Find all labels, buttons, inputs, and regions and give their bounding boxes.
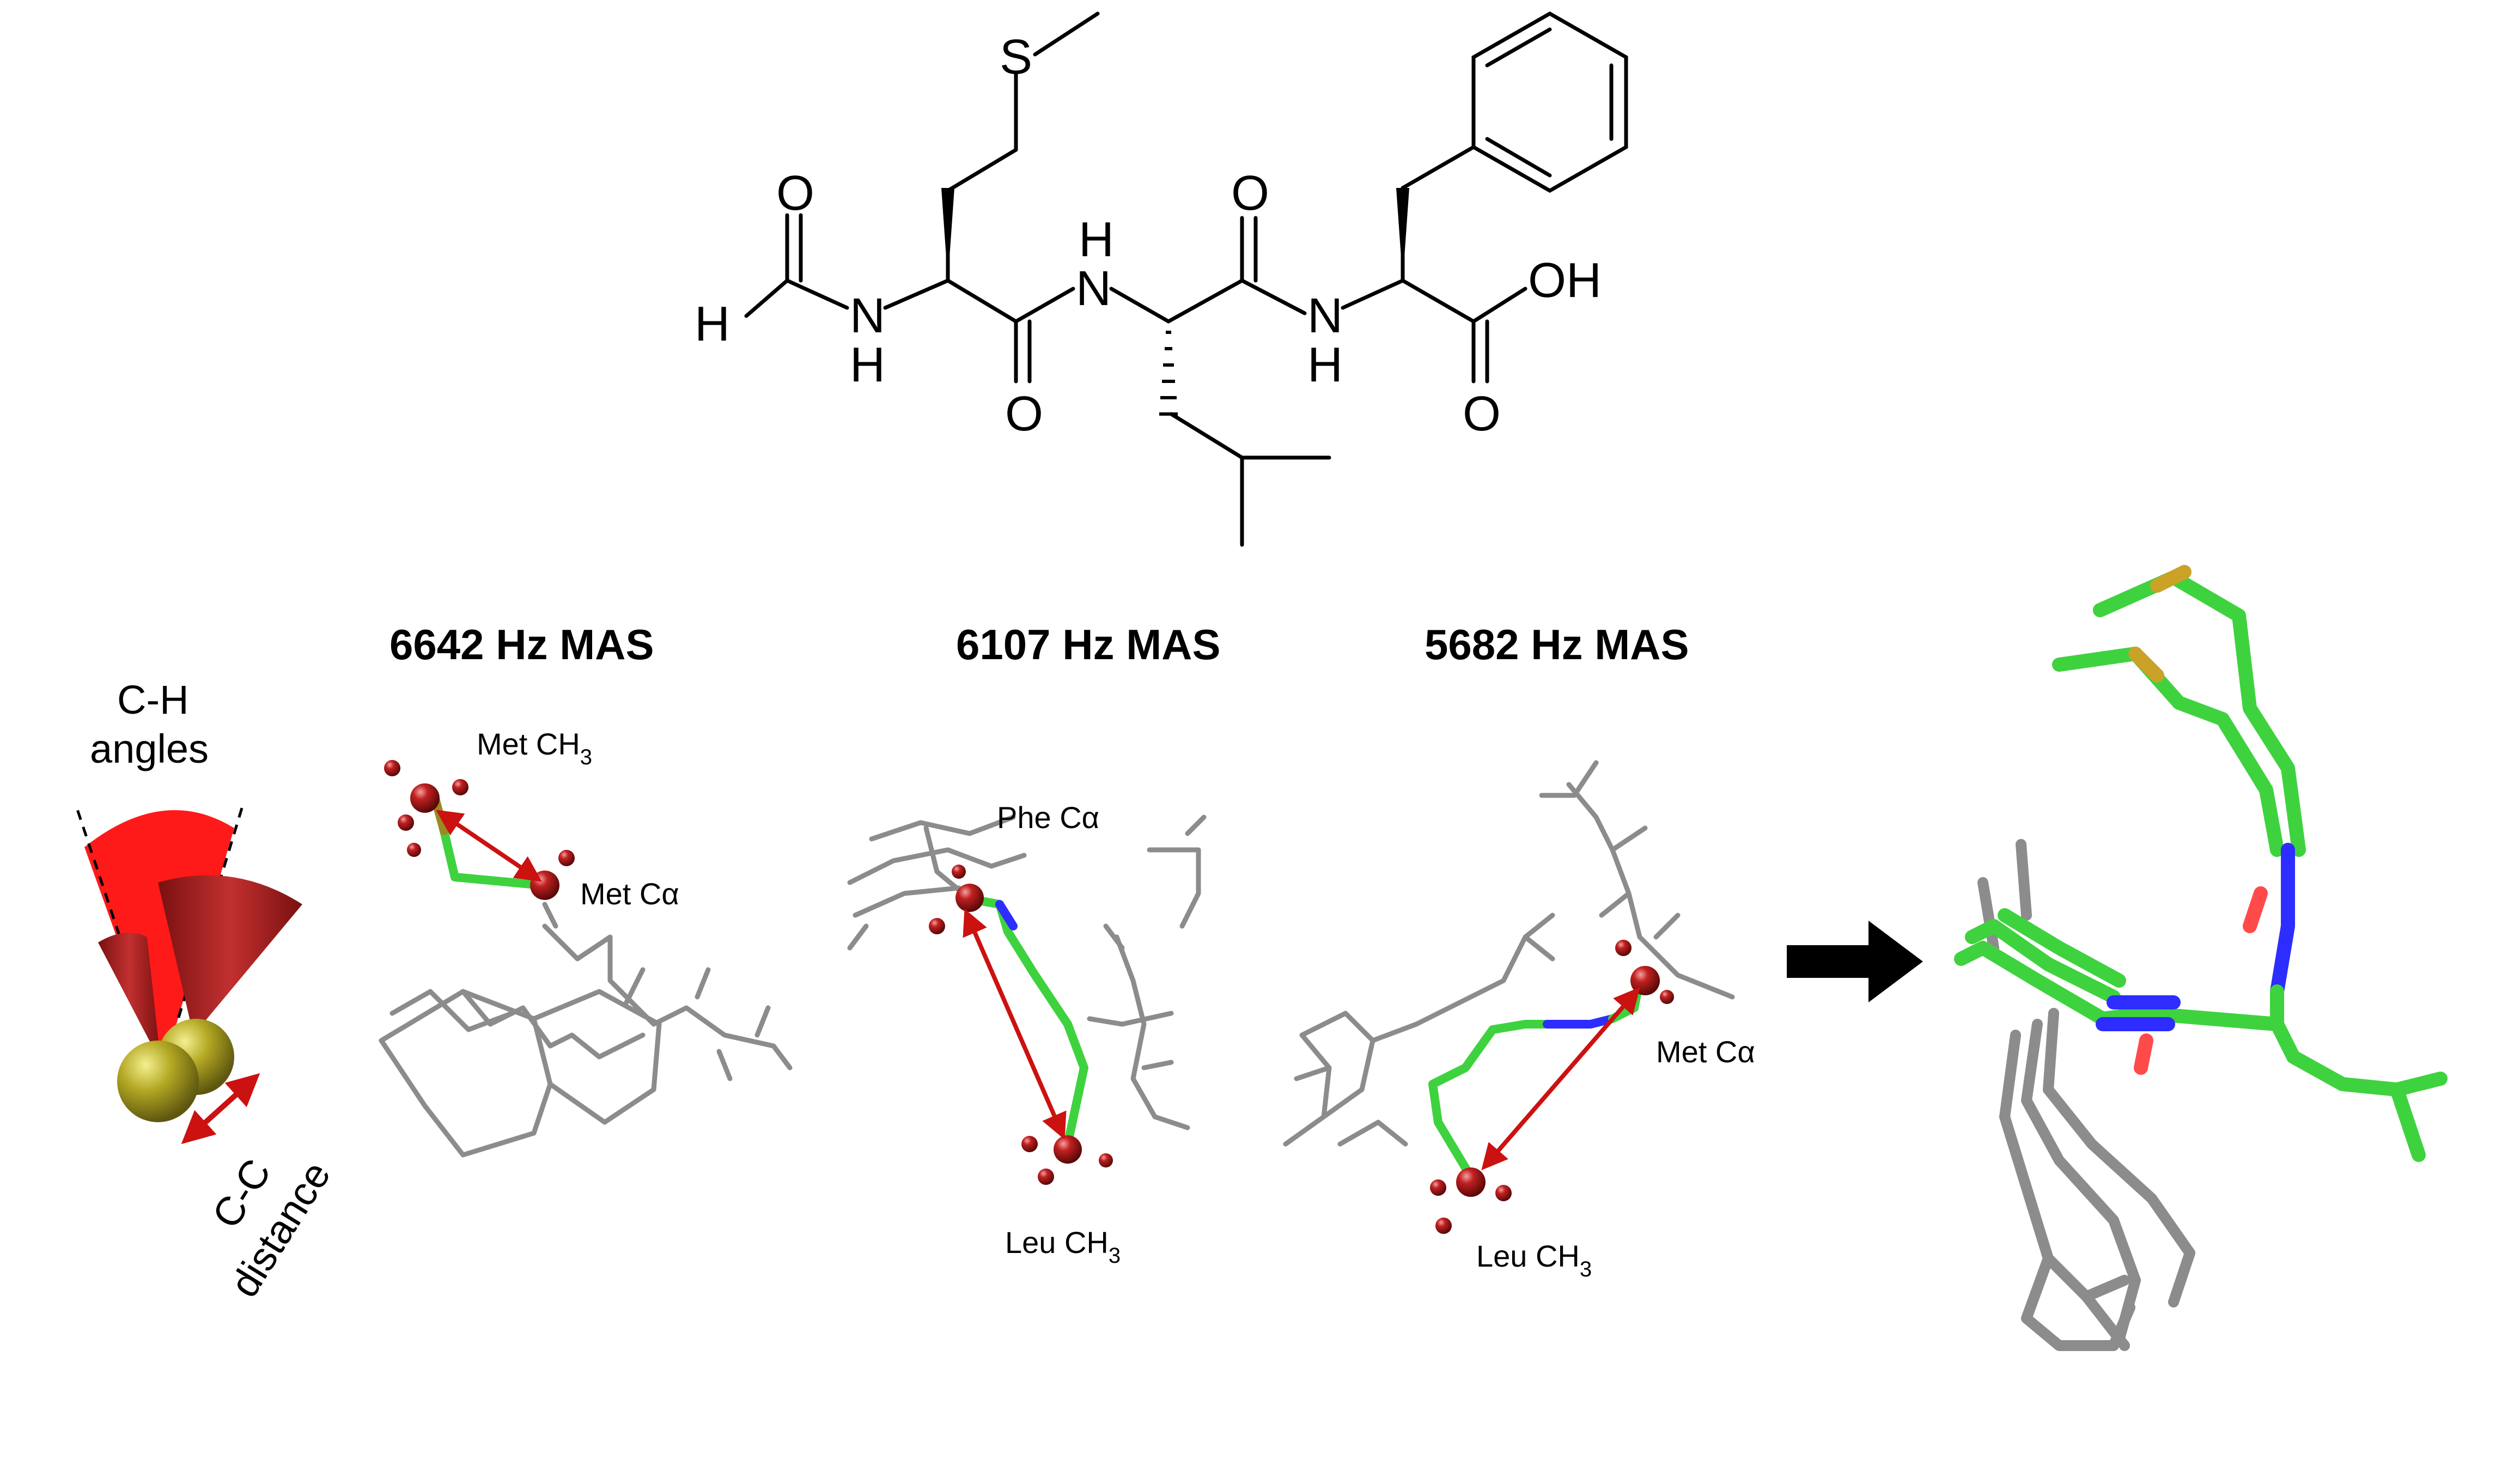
panel3-label-leu-ch3: Leu CH3 [1476, 1239, 1592, 1281]
panel3-highlight [1428, 976, 1644, 1181]
panel2-highlight [965, 895, 1088, 1148]
atom-n2: N [1076, 261, 1111, 316]
wedge-bond-phe [1396, 188, 1409, 281]
panel1-molecule [379, 902, 793, 1158]
panel3-spheres [1430, 940, 1674, 1234]
atom-o-formyl: O [776, 166, 814, 221]
hash-bond-leu [1159, 331, 1178, 416]
atom-s: S [1000, 30, 1032, 84]
dark-red-cone-2 [98, 933, 161, 1062]
panel1-distance-arrow [436, 810, 542, 882]
panel3-distance-arrow [1481, 987, 1640, 1171]
atom-h-formyl: H [695, 297, 730, 351]
atom-h3: H [1307, 338, 1343, 392]
chemical-structure [744, 11, 1628, 547]
atom-n3: N [1307, 289, 1343, 343]
panel2-distance-arrow [963, 908, 1067, 1140]
final-overlay-green [1954, 565, 2448, 1162]
panel2-label-leu-ch3: Leu CH3 [1005, 1225, 1121, 1268]
panel3-molecule [1283, 760, 1735, 1147]
bright-red-cone [84, 810, 234, 1068]
panel2-molecule [847, 814, 1207, 1130]
panel3-title: 5682 Hz MAS [1425, 620, 1689, 668]
atom-h1: H [850, 338, 885, 392]
atom-o2: O [1231, 166, 1269, 221]
final-overlay-gray [1977, 839, 2195, 1351]
distance-arrow [181, 1073, 260, 1145]
carbon-sphere-2 [117, 1041, 199, 1122]
atom-h2: H [1079, 212, 1114, 267]
panel1-label-met-ca: Met Cα [580, 877, 679, 911]
legend-angles-line1: C-H [117, 677, 189, 722]
panel2-spheres [929, 865, 1113, 1185]
wedge-bond-met [941, 188, 954, 281]
angle-distance-legend: C-H angles C-C distance [75, 677, 339, 1305]
legend-angles-line2: angles [90, 726, 209, 771]
atom-o3: O [1463, 387, 1501, 441]
panel1-label-met-ch3: Met CH3 [477, 727, 592, 769]
panel2-label-phe-ca: Phe Cα [997, 800, 1099, 835]
dark-red-cone-1 [158, 875, 302, 1035]
atom-n1: N [850, 289, 885, 343]
atom-o1: O [1005, 387, 1043, 441]
panel1-title: 6642 Hz MAS [389, 620, 654, 668]
panel3-label-met-ca: Met Cα [1656, 1035, 1755, 1069]
result-arrow [1787, 921, 1923, 1002]
atom-oh: OH [1528, 253, 1602, 308]
panel2-title: 6107 Hz MAS [956, 620, 1221, 668]
